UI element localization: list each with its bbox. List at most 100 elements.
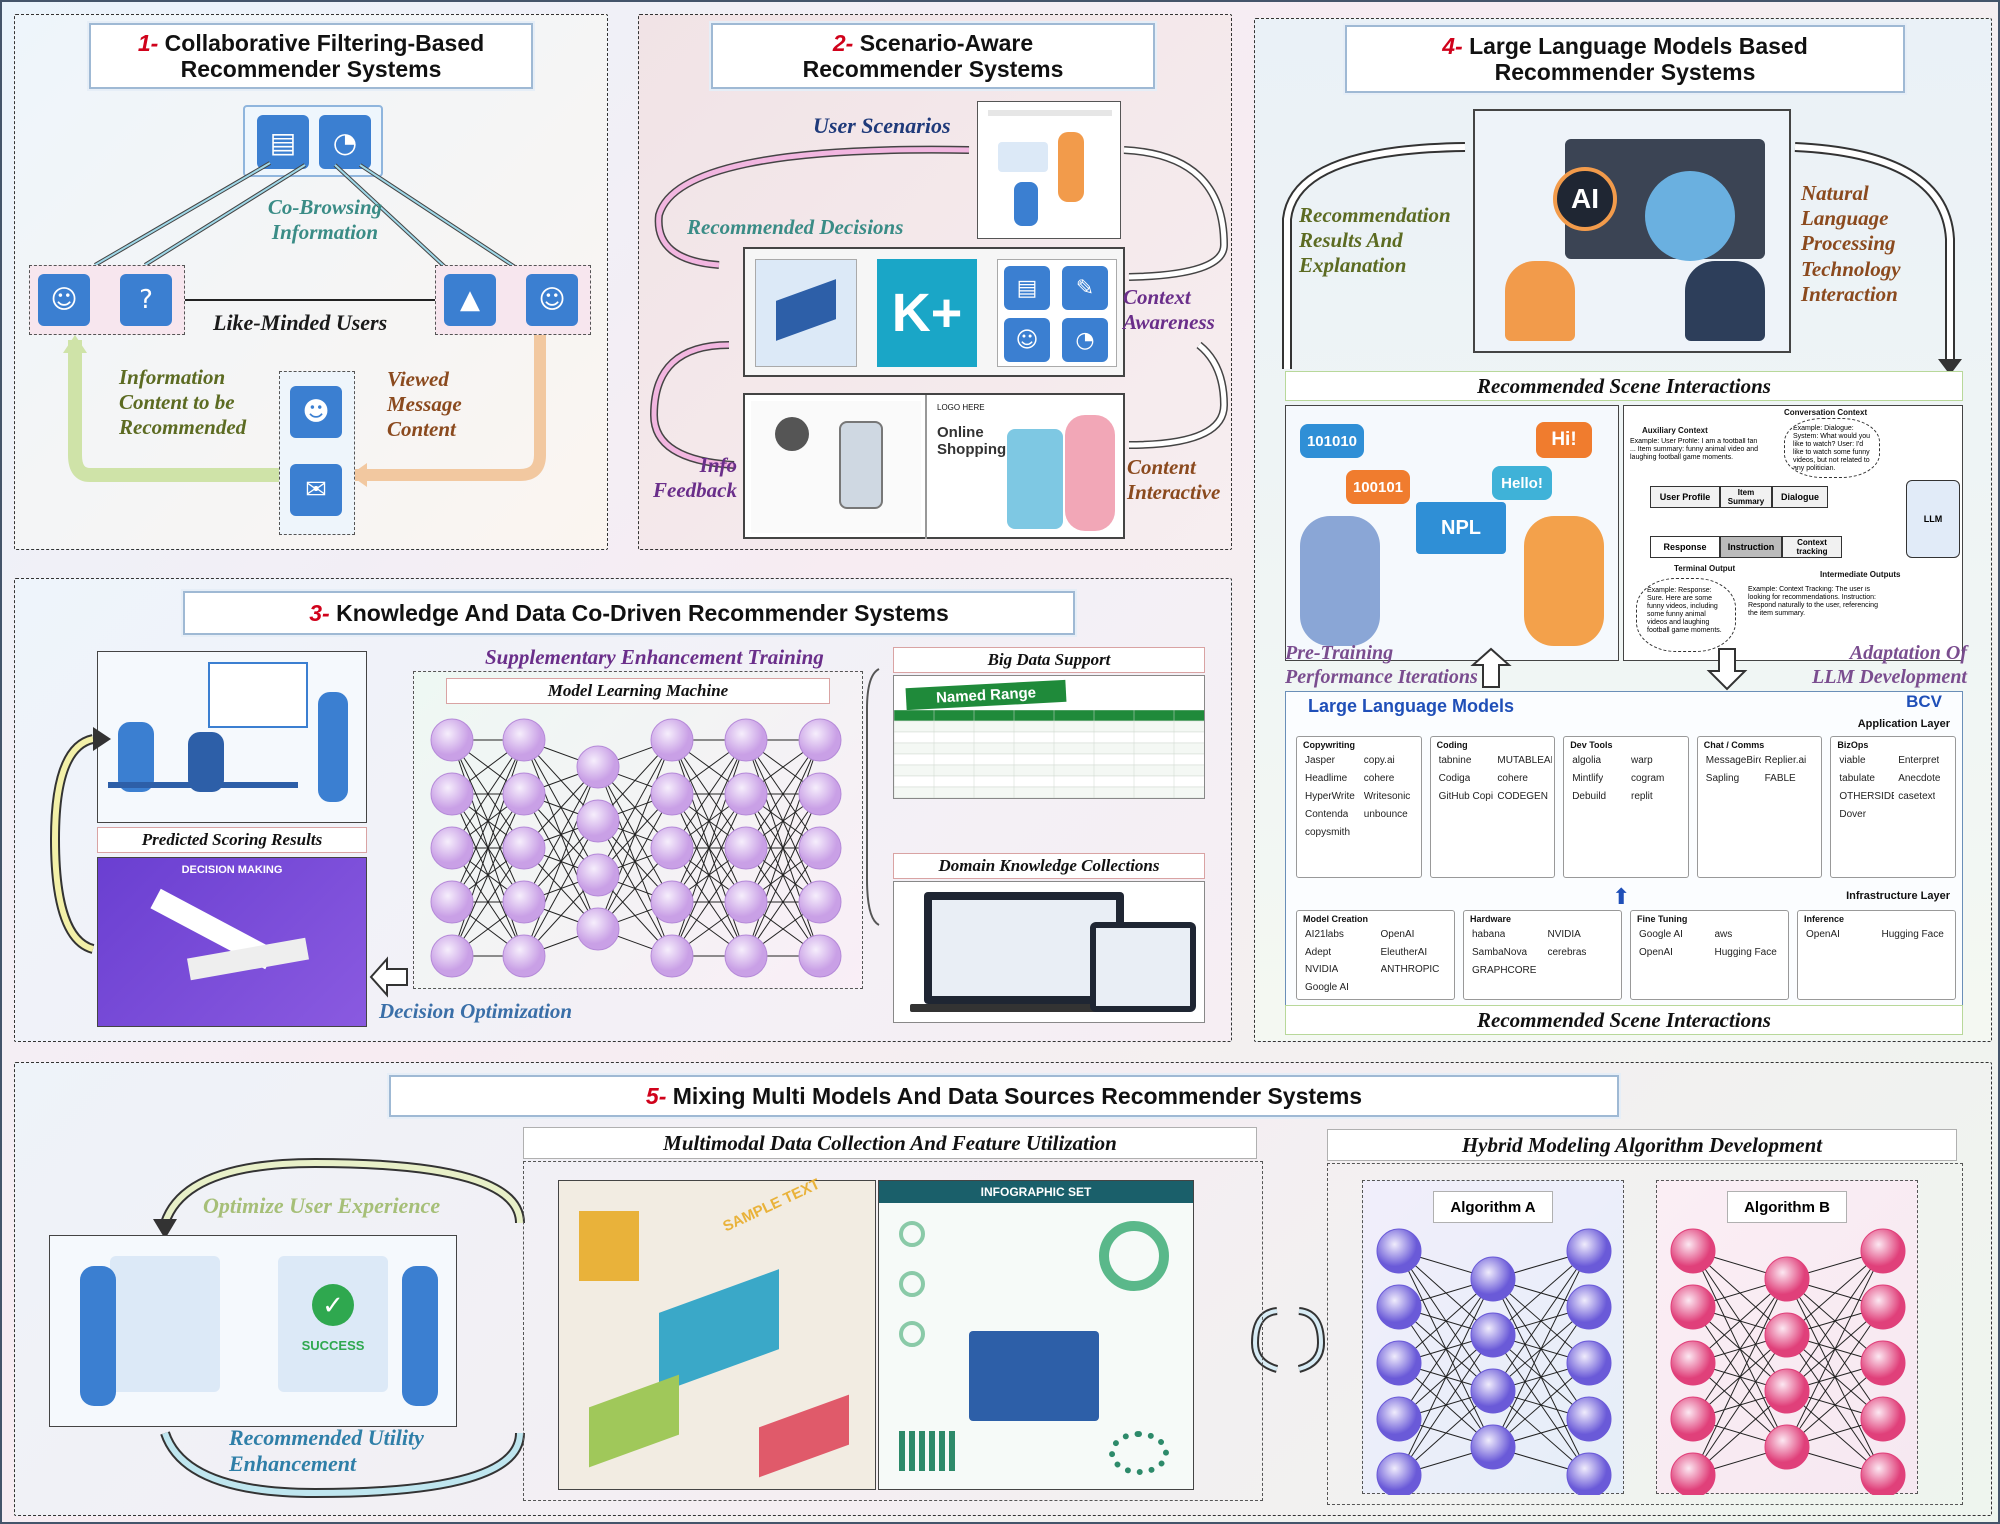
bubble-101010: 101010 xyxy=(1300,424,1364,458)
hybrid-box: Algorithm A Algorithm B xyxy=(1327,1163,1963,1505)
panel2-title-line1: Scenario-Aware xyxy=(859,29,1034,56)
aux-example: Example: User Profile: I am a football f… xyxy=(1630,438,1758,462)
nn-connection xyxy=(523,820,599,957)
presentation-board xyxy=(208,662,308,728)
success-text: SUCCESS xyxy=(301,1338,365,1353)
utility-line2: Enhancement xyxy=(229,1451,357,1477)
person-figure-2 xyxy=(1014,182,1038,226)
up-arrow-icon: ⬆ xyxy=(1612,884,1631,909)
panel4-loop-arrows xyxy=(1282,142,1962,375)
info-line3: Recommended xyxy=(119,415,247,440)
tool-logo: OpenAI xyxy=(1806,929,1840,940)
adaptation-line1: Adaptation Of xyxy=(1849,642,1967,664)
named-range-banner: Named Range xyxy=(905,679,1067,711)
aux-context-label: Auxiliary Context xyxy=(1642,426,1708,435)
sheet-row xyxy=(894,786,1204,798)
nn-node xyxy=(650,934,694,978)
nn-node xyxy=(430,718,474,762)
algorithm-a-label: Algorithm A xyxy=(1433,1191,1553,1223)
co-browsing-label: Co-Browsing Information xyxy=(250,195,400,245)
nn-node xyxy=(724,934,768,978)
donut-2 xyxy=(899,1271,925,1297)
nn-connection xyxy=(745,739,821,903)
nlp-label: Natural Language Processing Technology I… xyxy=(1801,181,1901,307)
decision-row: K+ ▤ ✎ ☺ ◔ xyxy=(743,247,1125,377)
tool-logo: algolia xyxy=(1572,755,1602,766)
tool-logo: warp xyxy=(1630,755,1653,766)
logo-group-title: Inference xyxy=(1804,914,1845,924)
hybrid-node xyxy=(1670,1228,1716,1274)
bubble-hello: Hello! xyxy=(1492,466,1552,500)
nn-node xyxy=(724,880,768,924)
spreadsheet-image: Named Range xyxy=(893,675,1205,799)
sheet-row xyxy=(894,720,1204,733)
panel3-feedback-arrow xyxy=(49,668,880,998)
spreadsheet-grid xyxy=(894,710,1204,798)
tool-logo: unbounce xyxy=(1363,809,1408,820)
nn-node xyxy=(430,826,474,870)
nn-connection xyxy=(597,739,673,876)
feedback-divider xyxy=(925,395,927,539)
nn-node xyxy=(576,853,620,897)
nlp-line1: Natural xyxy=(1801,181,1869,205)
idea-head-icon-2: ☺ xyxy=(526,274,578,326)
hybrid-node xyxy=(1376,1284,1422,1330)
intermediate-outputs-label: Intermediate Outputs xyxy=(1820,570,1901,579)
globe-shape xyxy=(1645,171,1735,261)
hybrid-node xyxy=(1470,1256,1516,1302)
human-figure xyxy=(1524,516,1604,646)
hybrid-connection xyxy=(1786,1250,1884,1448)
check-icon: ✓ xyxy=(312,1284,354,1326)
tool-logo: SambaNova xyxy=(1472,947,1528,958)
nn-node xyxy=(650,772,694,816)
panel5-arrows xyxy=(153,1157,1326,1499)
llm-box: LLM xyxy=(1906,480,1960,558)
viewed-line1: Viewed xyxy=(387,367,449,391)
llm-architecture: Auxiliary Context Conversation Context E… xyxy=(1623,405,1963,661)
algorithm-a-box: Algorithm A xyxy=(1362,1180,1624,1495)
application-layer-label: Application Layer xyxy=(1857,718,1950,730)
resp-example: Example: Response: Sure. Here are some f… xyxy=(1636,578,1736,652)
hybrid-node xyxy=(1376,1396,1422,1442)
left-users-box: ☺ ? xyxy=(29,265,185,335)
monitor-shape xyxy=(969,1331,1099,1421)
chart-icon: ◔ xyxy=(1062,318,1108,362)
panel1-title-line1: Collaborative Filtering-Based xyxy=(164,29,485,56)
tool-logo: Hugging Face xyxy=(1714,947,1777,958)
nn-node xyxy=(724,718,768,762)
online-line1: Online xyxy=(937,424,984,441)
film-phone-image xyxy=(751,401,921,533)
film-reel xyxy=(775,417,809,451)
panel3-title: 3- Knowledge And Data Co-Driven Recommen… xyxy=(183,591,1075,635)
hybrid-connection xyxy=(1786,1250,1884,1392)
panel1-title: 1- Collaborative Filtering-Based Recomme… xyxy=(89,23,533,89)
scene-interactions-bottom: Recommended Scene Interactions xyxy=(1285,1005,1963,1035)
nn-node xyxy=(502,934,546,978)
meeting-illustration xyxy=(97,651,367,823)
algorithm-b-label: Algorithm B xyxy=(1727,1191,1847,1223)
nn-node xyxy=(650,826,694,870)
shop-phone xyxy=(1007,429,1063,529)
hybrid-node xyxy=(1470,1312,1516,1358)
hybrid-node xyxy=(1376,1340,1422,1386)
nn-connection xyxy=(451,739,525,849)
idea-icon: ✎ xyxy=(1062,266,1108,310)
nn-node xyxy=(798,934,842,978)
database-icon: ◔ xyxy=(319,115,371,169)
tool-logo: Codiga xyxy=(1438,773,1471,784)
feedback-row: LOGO HERE Online Shopping xyxy=(743,393,1125,539)
nn-connection xyxy=(671,793,747,957)
nn-connection xyxy=(745,847,821,957)
like-minded-label: Like-Minded Users xyxy=(213,310,388,335)
chat-user-icon: ✉ xyxy=(290,464,342,516)
nn-node xyxy=(502,772,546,816)
book-icon: ▤ xyxy=(257,115,309,169)
bubble-100101: 100101 xyxy=(1346,470,1410,504)
neural-net-box: Model Learning Machine xyxy=(413,671,863,989)
shopper-figure xyxy=(1065,415,1115,531)
npl-laptop: NPL xyxy=(1416,502,1506,554)
llm-landscape-title: Large Language Models xyxy=(1308,696,1515,716)
audio-card xyxy=(110,1256,220,1392)
presenter xyxy=(318,692,348,802)
hybrid-connection xyxy=(1492,1250,1590,1448)
